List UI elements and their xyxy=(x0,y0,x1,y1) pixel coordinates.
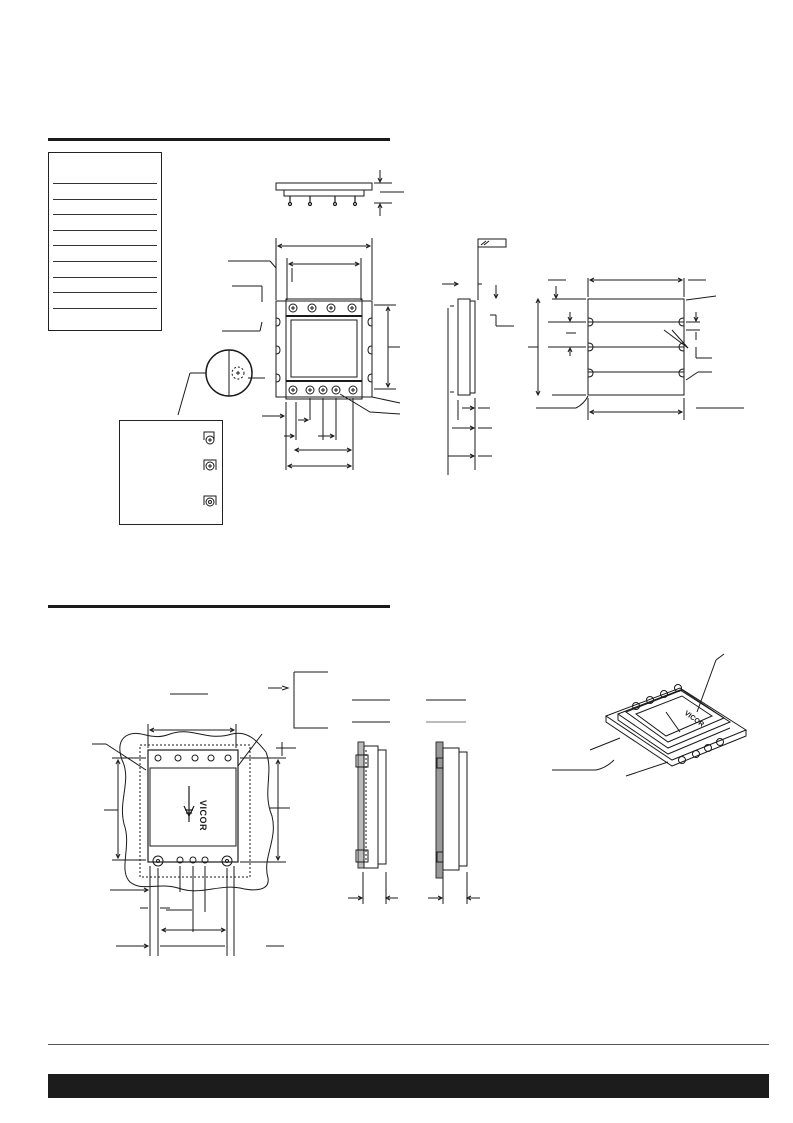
pcb-section-view-b xyxy=(428,741,480,904)
table-row xyxy=(53,184,157,200)
iso-logo-text: VICOR xyxy=(683,710,705,729)
table-row xyxy=(53,262,157,278)
table-row xyxy=(53,200,157,216)
footer-bar xyxy=(48,1074,769,1098)
pin-designation-table xyxy=(48,152,162,331)
section-rule-middle xyxy=(48,605,390,608)
top-plan-view xyxy=(222,238,401,470)
pcb-section-view-a xyxy=(348,741,398,904)
pin-detail-callout xyxy=(177,349,253,507)
logo-text: VICOR xyxy=(198,800,208,831)
flange-plan-view xyxy=(528,277,744,420)
isometric-view: VICOR xyxy=(552,653,748,777)
table-row xyxy=(53,231,157,247)
table-row xyxy=(53,153,157,184)
pcb-mounting-plan: VICOR xyxy=(92,671,466,956)
table-row xyxy=(53,215,157,231)
table-row xyxy=(53,246,157,262)
table-row xyxy=(53,278,157,294)
top-profile-view xyxy=(275,170,404,216)
side-elevation-view xyxy=(442,238,514,475)
vicor-logo: VICOR xyxy=(183,786,208,831)
section-rule-top xyxy=(48,138,390,141)
footer-divider xyxy=(48,1044,769,1045)
table-row xyxy=(53,293,157,309)
pin-style-inset-box xyxy=(119,420,223,525)
